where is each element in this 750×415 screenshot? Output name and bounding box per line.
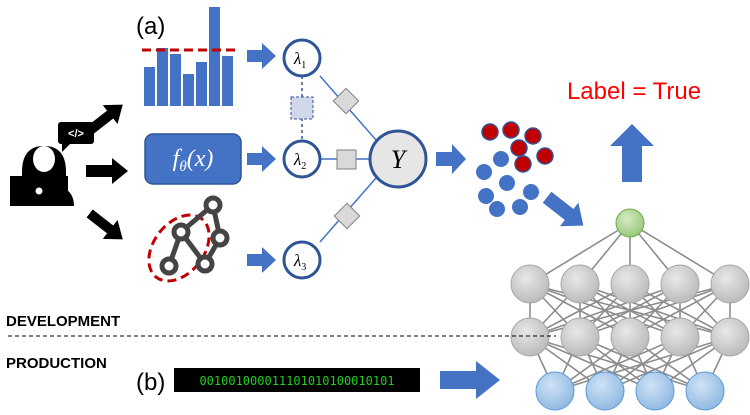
nn-input-node — [535, 371, 575, 411]
labeled-data-points — [476, 121, 554, 217]
lambda-node-1: λ1 — [282, 38, 322, 78]
histogram-icon — [142, 7, 236, 106]
panel-b-label: (b) — [136, 369, 165, 396]
nn-hidden2-node — [660, 317, 700, 357]
development-label: DEVELOPMENT — [6, 313, 120, 330]
nn-edge — [579, 283, 731, 338]
lambda-1-subscript: 1 — [301, 60, 306, 71]
nn-input-node — [685, 371, 725, 411]
nn-hidden2-node — [710, 317, 750, 357]
lambda-2-subscript: 2 — [301, 161, 306, 172]
lambda-2-symbol: λ — [293, 150, 301, 169]
nn-input-node — [585, 371, 625, 411]
nn-hidden1-node — [610, 264, 650, 304]
factor-diamond-3 — [333, 202, 361, 230]
developer-at-laptop-icon — [10, 146, 74, 206]
lambda-node-2: λ2 — [282, 139, 322, 179]
lambda-node-3: λ3 — [282, 240, 322, 280]
svg-text:λ1: λ1 — [293, 49, 306, 71]
lambda-3-subscript: 3 — [301, 262, 306, 273]
nn-hidden2-node — [510, 317, 550, 357]
model-function-box: fθ(x) — [144, 133, 242, 185]
binary-data-string: 001001000011101010100010101 — [199, 374, 394, 388]
knowledge-graph-icon — [147, 195, 230, 283]
panel-a-label: (a) — [136, 13, 165, 40]
arrow-to-labeled-data-icon — [436, 144, 466, 174]
nn-hidden1-node — [660, 264, 700, 304]
arrow-right-icon — [86, 158, 128, 184]
arrow-up-right-icon — [86, 104, 123, 135]
svg-text:λ2: λ2 — [293, 150, 306, 172]
nn-output-node — [615, 208, 645, 238]
production-label: PRODUCTION — [6, 355, 107, 372]
production-arrow-icon — [440, 361, 500, 399]
nn-edge — [629, 222, 731, 285]
neural-network — [510, 208, 750, 411]
nn-edge — [604, 336, 731, 392]
nn-edge — [529, 222, 631, 285]
label-true-text: Label = True — [567, 78, 701, 105]
model-theta: θ — [179, 159, 187, 175]
svg-text:</>: </> — [68, 128, 84, 140]
model-x: (x) — [187, 146, 214, 172]
label-variable-y-node: Y — [368, 129, 428, 189]
model-f: f — [173, 146, 183, 172]
nn-hidden2-node — [610, 317, 650, 357]
nn-hidden1-node — [510, 264, 550, 304]
nn-hidden1-node — [560, 264, 600, 304]
binary-data-box — [174, 368, 420, 392]
nn-edge — [554, 336, 681, 392]
code-speech-bubble-icon: </> — [58, 122, 94, 152]
nn-hidden1-node — [710, 264, 750, 304]
svg-text:λ3: λ3 — [293, 251, 306, 273]
lambda-3-symbol: λ — [293, 251, 301, 270]
arrow-down-right-icon — [86, 209, 123, 240]
nn-nodes — [510, 208, 750, 411]
nn-edges — [529, 222, 731, 392]
arrow-to-network-icon — [542, 191, 584, 227]
correlation-factor — [290, 96, 314, 120]
factor-square-2 — [336, 149, 357, 170]
y-symbol: Y — [391, 145, 408, 174]
labeling-function-arrows — [247, 43, 276, 273]
svg-text:fθ(x): fθ(x) — [173, 146, 214, 175]
nn-edge — [529, 283, 681, 338]
nn-edge — [554, 336, 731, 392]
arrow-up-icon — [610, 124, 654, 182]
developer-arrows — [86, 104, 128, 240]
nn-hidden2-node — [560, 317, 600, 357]
lambda-1-symbol: λ — [293, 49, 301, 68]
factor-diamond-1 — [332, 87, 360, 115]
nn-input-node — [635, 371, 675, 411]
